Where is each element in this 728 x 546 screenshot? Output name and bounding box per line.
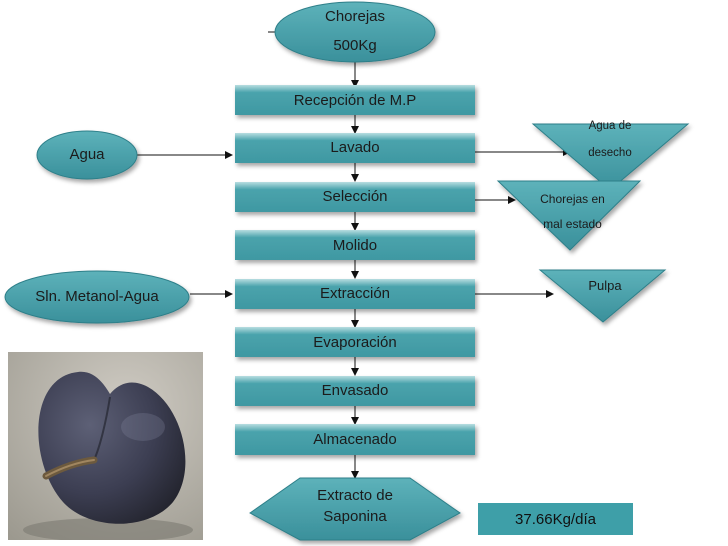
step-box-5 <box>235 327 475 357</box>
seed-illustration <box>8 352 203 540</box>
pulp-label: Pulpa <box>588 278 622 293</box>
step-box-1 <box>235 133 475 163</box>
start-oval <box>274 1 436 63</box>
step-label-3: Molido <box>332 237 378 254</box>
chorejas-seed-photo <box>8 352 203 540</box>
step-label-5: Evaporación <box>313 334 397 351</box>
solvent-input-oval <box>4 270 190 324</box>
step-box-6 <box>235 376 475 406</box>
start-line2: 500Kg <box>333 37 377 54</box>
step-label-2: Selección <box>322 188 388 205</box>
waste-water-triangle <box>531 123 690 191</box>
bad-chorejas-line1: Chorejas en <box>540 192 605 206</box>
bad-chorejas-triangle <box>496 180 642 251</box>
output-triangles <box>496 123 690 323</box>
water-input-oval <box>36 130 138 180</box>
step-box-7 <box>235 424 475 455</box>
step-box-2 <box>235 182 475 212</box>
pulp-triangle <box>538 269 667 323</box>
step-box-4 <box>235 279 475 309</box>
step-label-7: Almacenado <box>313 431 397 448</box>
bad-chorejas-line2: mal estado <box>543 217 602 231</box>
waste-water-line2: desecho <box>588 147 632 159</box>
step-box-3 <box>235 230 475 260</box>
product-hexagon <box>249 477 461 541</box>
start-line1: Chorejas <box>324 8 386 25</box>
process-boxes <box>235 85 475 455</box>
step-label-0: Recepción de M.P <box>293 92 417 109</box>
water-input-label: Agua <box>69 146 105 163</box>
input-ovals <box>4 130 190 324</box>
waste-water-line1: Agua de <box>588 120 632 132</box>
product-line1: Extracto de <box>317 487 393 504</box>
step-label-4: Extracción <box>319 285 391 302</box>
product-line2: Saponina <box>323 508 387 525</box>
step-label-6: Envasado <box>321 382 389 399</box>
step-label-1: Lavado <box>330 139 380 156</box>
step-box-0 <box>235 85 475 115</box>
production-rate-badge: 37.66Kg/día <box>478 503 633 535</box>
solvent-input-label: Sln. Metanol-Agua <box>35 288 159 305</box>
